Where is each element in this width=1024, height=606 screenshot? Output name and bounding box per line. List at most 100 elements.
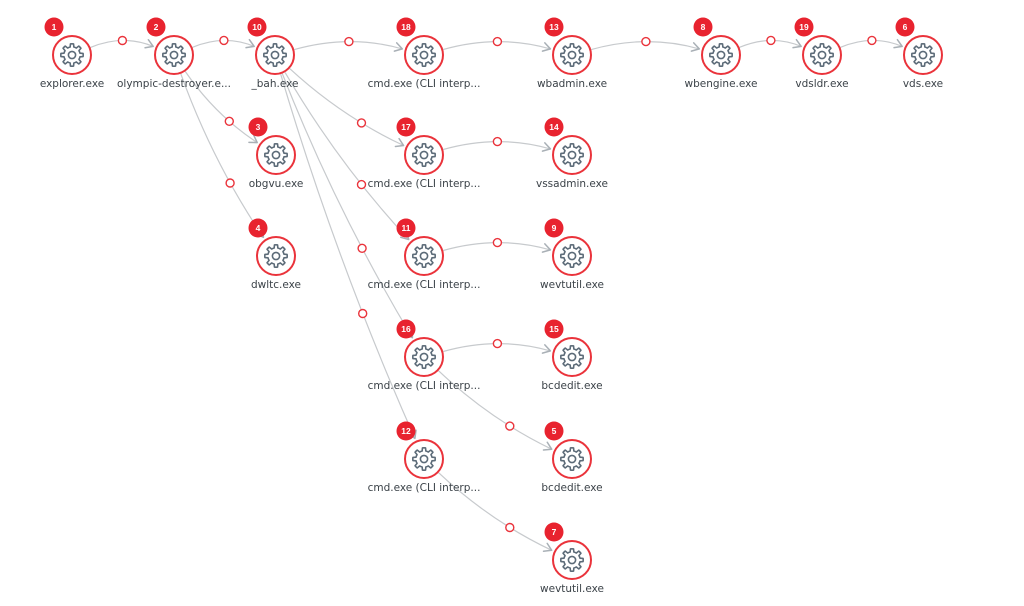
gear-icon-hole: [271, 150, 281, 160]
gear-icon-hole: [419, 251, 429, 261]
process-label: wevtutil.exe: [540, 279, 604, 291]
edge-midpoint-marker: [117, 35, 128, 46]
process-label: cmd.exe (CLI interp...: [368, 78, 481, 90]
order-badge: [544, 421, 564, 441]
process-circle: [552, 236, 592, 276]
process-node-16[interactable]: 16 cmd.exe (CLI interp...: [368, 319, 481, 393]
order-badge-number: 2: [154, 22, 159, 32]
order-badge-number: 3: [256, 122, 261, 132]
gear-icon: [560, 143, 584, 167]
gear-icon: [412, 345, 436, 369]
order-badge-number: 9: [552, 223, 557, 233]
edge-midpoint-marker: [356, 179, 367, 190]
gear-icon: [709, 43, 733, 67]
edge-layer: [90, 35, 903, 552]
edge-arrow: [438, 370, 553, 451]
process-label: olympic-destroyer.e...: [117, 78, 231, 90]
gear-icon: [810, 43, 834, 67]
process-circle: [552, 337, 592, 377]
process-node-9[interactable]: 9 wevtutil.exe: [540, 218, 604, 292]
process-circle: [256, 135, 296, 175]
edge-arrow: [280, 74, 417, 440]
edge-arrow: [438, 472, 553, 552]
order-badge-number: 6: [903, 22, 908, 32]
order-badge: [895, 17, 915, 37]
gear-icon: [412, 143, 436, 167]
order-badge: [544, 117, 564, 137]
order-badge-number: 12: [401, 426, 411, 436]
edge-arrow: [184, 71, 258, 144]
edge-arrow: [284, 71, 410, 241]
order-badge: [396, 218, 416, 238]
process-node-7[interactable]: 7 wevtutil.exe: [540, 522, 604, 596]
process-circle: [552, 135, 592, 175]
order-badge: [544, 218, 564, 238]
edge-midpoint-marker: [492, 136, 503, 147]
gear-icon-hole: [567, 251, 577, 261]
order-badge-number: 18: [401, 22, 411, 32]
gear-icon: [412, 244, 436, 268]
process-circle: [404, 337, 444, 377]
edge-midpoint-marker: [356, 118, 367, 128]
gear-icon: [263, 43, 287, 67]
edge-midpoint-marker: [505, 522, 515, 533]
process-label: dwltc.exe: [251, 279, 301, 291]
process-node-10[interactable]: 10_bah.exe: [247, 17, 299, 91]
process-node-15[interactable]: 15 bcdedit.exe: [541, 319, 603, 393]
gear-icon-hole: [419, 454, 429, 464]
order-badge: [44, 17, 64, 37]
process-label: wevtutil.exe: [540, 583, 604, 595]
gear-icon: [560, 548, 584, 572]
gear-icon-hole: [567, 150, 577, 160]
edge-midpoint-marker: [641, 36, 651, 47]
process-node-18[interactable]: 18 cmd.exe (CLI interp...: [368, 17, 481, 91]
process-circle: [154, 35, 194, 75]
edge-midpoint-marker: [225, 178, 235, 188]
process-label: bcdedit.exe: [541, 380, 602, 392]
order-badge-number: 16: [401, 324, 411, 334]
process-circle: [552, 35, 592, 75]
process-circle: [255, 35, 295, 75]
edge-midpoint-marker: [344, 36, 354, 47]
order-badge-number: 15: [549, 324, 559, 334]
process-label: vssadmin.exe: [536, 178, 608, 190]
gear-icon-hole: [567, 352, 577, 362]
gear-icon-hole: [271, 251, 281, 261]
order-badge-number: 7: [552, 527, 557, 537]
gear-icon-hole: [169, 50, 179, 60]
gear-icon-hole: [419, 150, 429, 160]
gear-icon-hole: [918, 50, 928, 60]
process-node-2[interactable]: 2 olympic-destroyer.e...: [117, 17, 231, 91]
process-label: cmd.exe (CLI interp...: [368, 380, 481, 392]
process-circle: [404, 35, 444, 75]
gear-icon-hole: [567, 555, 577, 565]
order-badge: [396, 319, 416, 339]
order-badge: [544, 17, 564, 37]
gear-icon-hole: [419, 50, 429, 60]
gear-icon-hole: [270, 50, 280, 60]
gear-icon: [560, 447, 584, 471]
process-label: wbengine.exe: [684, 78, 757, 90]
edge-arrow: [281, 73, 414, 339]
process-label: cmd.exe (CLI interp...: [368, 178, 481, 190]
gear-icon-hole: [716, 50, 726, 60]
edge-arrow: [180, 73, 265, 239]
edge-midpoint-marker: [357, 243, 367, 254]
order-badge: [146, 17, 166, 37]
edge-midpoint-marker: [492, 338, 503, 349]
gear-icon: [60, 43, 84, 67]
